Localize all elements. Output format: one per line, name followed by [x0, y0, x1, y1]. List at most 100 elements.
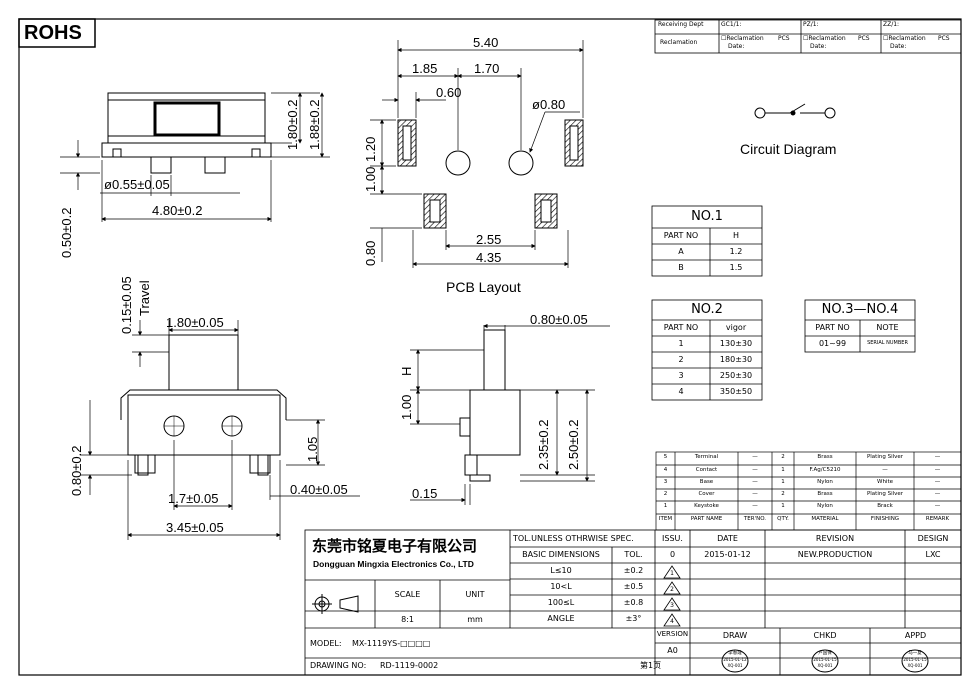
bom-row2-remark: — [934, 467, 941, 473]
no2-table-grid [651, 299, 763, 401]
bom-row5-qty: 1 [781, 503, 785, 509]
dim-188: 1.88±0.2 [307, 99, 322, 150]
tol-row3-value: ±0.8 [623, 598, 644, 607]
bom-row5-remark: — [934, 503, 941, 509]
pcb-dim-170: 1.70 [474, 61, 500, 76]
version-value: A0 [667, 646, 678, 655]
stamp-draw-code: XQ-001 [727, 663, 743, 668]
side-dim-100: 1.00 [399, 394, 414, 420]
design-value: LXC [925, 550, 941, 559]
no34-header-note: NOTE [876, 323, 899, 332]
bom-row5-finishing: Brack [877, 503, 893, 509]
date-label: DATE [717, 534, 738, 543]
bom-header-item: ITEM [658, 516, 673, 522]
scale-label: SCALE [394, 590, 421, 599]
model-value: MX-1119YS-□□□□ [352, 639, 431, 648]
rohs-label: ROHS [24, 22, 82, 44]
bom-row2-material: F.Ag/C5210 [809, 467, 841, 473]
no1-title: NO.1 [691, 209, 723, 224]
chkd-label: CHKD [813, 631, 837, 640]
projection-symbol [312, 594, 359, 614]
gc-date: Date: [728, 43, 745, 50]
bom-row2-ter-no: — [752, 467, 758, 473]
bom-row1-ter-no: — [752, 454, 758, 460]
receiving-dept-label: Receiving Dept [658, 21, 704, 28]
pcb-dim-255: 2.55 [476, 232, 502, 247]
pcb-dim-185: 1.85 [412, 61, 438, 76]
dim-180: 1.80±0.2 [285, 99, 300, 150]
no2-row4-vigor: 350±50 [719, 387, 753, 396]
no2-row1-vigor: 130±30 [719, 339, 753, 348]
revision-value: NEW.PRODUCTION [797, 550, 873, 559]
no2-title: NO.2 [691, 302, 723, 317]
bom-row3-qty: 1 [781, 479, 785, 485]
pcb-layout-label: PCB Layout [446, 279, 521, 295]
bom-row1-part-name: Terminal [694, 454, 719, 460]
bom-row2-item: 4 [663, 467, 668, 473]
side-view-body [459, 329, 521, 482]
tol-row2-value: ±0.5 [623, 582, 644, 591]
stamp-draw-date: 2015-01-12 [723, 657, 747, 662]
gc-box: ☐Reclamation [721, 35, 764, 42]
bom-row1-qty: 2 [781, 454, 785, 460]
pcb-dim-100: 1.00 [363, 166, 378, 192]
no34-title: NO.3—NO.4 [821, 302, 899, 317]
issu-label: ISSU. [662, 534, 683, 543]
circuit-diagram-label: Circuit Diagram [740, 141, 837, 157]
bom-row5-part-name: Keystoke [694, 503, 719, 509]
front-dim-105: 1.05 [305, 436, 320, 462]
no1-header-part: PART NO [663, 231, 699, 240]
rev-mark-4: 4 [670, 618, 674, 625]
no2-row2-part: 2 [678, 355, 684, 364]
title-block-grid [304, 529, 962, 676]
no34-table-grid [804, 299, 916, 353]
bom-table-grid [655, 451, 962, 531]
travel-label: Travel [137, 280, 152, 316]
no2-row3-part: 3 [678, 371, 684, 380]
dim-width-480: 4.80±0.2 [152, 203, 203, 218]
no1-header-h: H [732, 231, 739, 240]
bom-header-ter-no: TER'NO. [743, 516, 767, 522]
pcb-dim-120: 1.20 [363, 136, 378, 162]
bom-row4-item: 2 [663, 491, 668, 497]
no34-row-note: SERIAL NUMBER [867, 340, 908, 346]
revision-triangles [663, 565, 681, 627]
front-view-body [120, 334, 287, 476]
tol-row4-range: ANGLE [547, 614, 575, 623]
bom-row4-qty: 2 [781, 491, 785, 497]
zz-date: Date: [890, 43, 907, 50]
bom-row1-material: Brass [817, 454, 833, 460]
dim-050: 0.50±0.2 [59, 207, 74, 258]
bom-row5-material: Nylon [817, 503, 833, 509]
scale-value: 8:1 [401, 615, 414, 624]
pz-box: ☐Reclamation [803, 35, 846, 42]
pcb-dim-080-dia: ø0.80 [532, 97, 566, 112]
issu-value: 0 [669, 550, 676, 559]
draw-label: DRAW [722, 631, 748, 640]
zz-header: ZZ/1: [883, 21, 900, 28]
pcb-layout-pads [397, 119, 584, 229]
bom-row2-qty: 1 [781, 467, 785, 473]
bom-row5-ter-no: — [752, 503, 758, 509]
no1-table-grid [651, 205, 763, 277]
rev-mark-2: 2 [670, 586, 674, 593]
basic-dimensions-label: BASIC DIMENSIONS [522, 550, 600, 559]
gc-unit: PCS [778, 35, 790, 42]
gc-header: GC1/1: [721, 21, 742, 28]
no1-row-b-part: B [678, 263, 684, 272]
bom-header-remark: REMARK [925, 516, 950, 522]
unit-value: mm [467, 615, 483, 624]
stamp-chkd-date: 2015-01-15 [813, 657, 837, 662]
side-dim-h: H [399, 366, 414, 376]
reclamation-label: Reclamation [660, 39, 698, 46]
stamp-chkd-name: 卢国保 [818, 651, 832, 656]
bom-row1-remark: — [934, 454, 941, 460]
no1-row-b-h: 1.5 [729, 263, 743, 272]
side-dim-080: 0.80±0.05 [530, 312, 588, 327]
no2-row2-vigor: 180±30 [719, 355, 753, 364]
dim-pin-dia: ø0.55±0.05 [104, 177, 170, 192]
side-dim-250: 2.50±0.2 [566, 419, 581, 470]
no1-row-a-part: A [678, 247, 684, 256]
stamp-chkd-code: XQ-001 [817, 663, 833, 668]
